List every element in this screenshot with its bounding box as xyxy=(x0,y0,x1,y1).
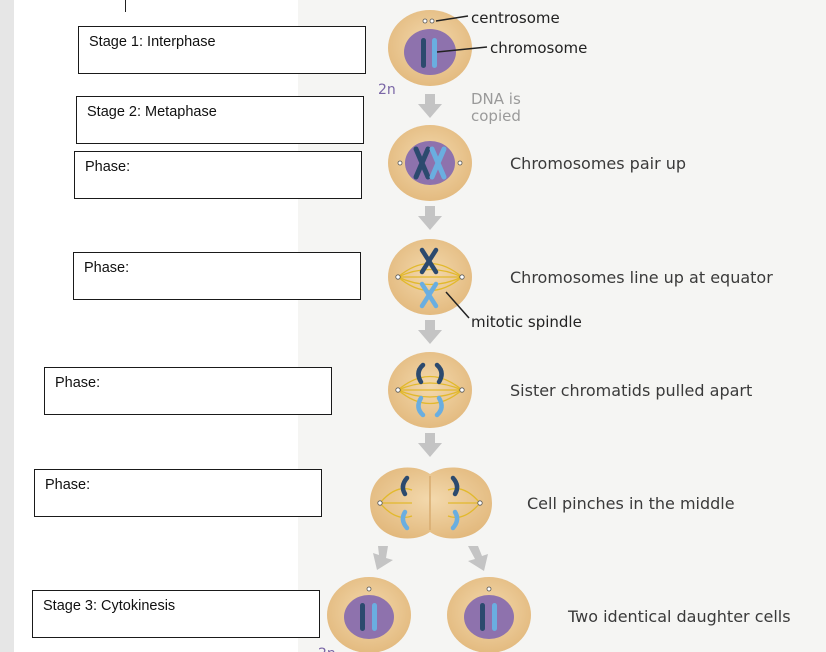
ploidy-label-bottom: 2n xyxy=(318,646,336,652)
step-desc-2: Chromosomes line up at equator xyxy=(510,268,773,287)
step-desc-4: Cell pinches in the middle xyxy=(527,494,735,513)
stage-2-box[interactable]: Stage 2: Metaphase xyxy=(76,96,364,144)
dna-copied-line2: copied xyxy=(471,107,521,125)
cell-anaphase xyxy=(388,352,472,428)
step-desc-5: Two identical daughter cells xyxy=(567,607,791,626)
step-desc-1: Chromosomes pair up xyxy=(510,154,686,173)
stage-2-label: Stage 2: Metaphase xyxy=(87,104,217,120)
ploidy-label: 2n xyxy=(378,82,396,98)
phase-box-2[interactable]: Phase: xyxy=(73,252,361,300)
phase-box-4[interactable]: Phase: xyxy=(34,469,322,517)
dna-copied-line1: DNA is xyxy=(471,90,521,108)
down-arrow-icon xyxy=(418,433,442,457)
phase-label-1: Phase: xyxy=(85,159,131,175)
phase-box-3[interactable]: Phase: xyxy=(44,367,332,415)
stage-1-label: Stage 1: Interphase xyxy=(89,34,216,50)
down-left-arrow-icon xyxy=(373,546,393,570)
phase-box-1[interactable]: Phase: xyxy=(74,151,362,199)
daughter-cell-left xyxy=(327,577,411,652)
cell-metaphase xyxy=(388,239,472,315)
down-arrow-icon xyxy=(418,206,442,230)
phase-label-2: Phase: xyxy=(84,260,130,276)
chromosome-label: chromosome xyxy=(490,39,587,57)
down-right-arrow-icon xyxy=(468,546,488,571)
down-arrow-icon xyxy=(418,94,442,118)
text-cursor xyxy=(125,0,126,12)
down-arrow-icon xyxy=(418,320,442,344)
cell-pairing xyxy=(388,125,472,201)
cell-interphase xyxy=(388,10,472,86)
stage-3-box[interactable]: Stage 3: Cytokinesis xyxy=(32,590,320,638)
mitotic-spindle-label: mitotic spindle xyxy=(471,313,582,331)
diagram-panel xyxy=(298,0,826,652)
centrosome-label: centrosome xyxy=(471,9,560,27)
stage-3-label: Stage 3: Cytokinesis xyxy=(43,598,176,614)
daughter-cell-right xyxy=(447,577,531,652)
stage-1-box[interactable]: Stage 1: Interphase xyxy=(78,26,366,74)
phase-label-3: Phase: xyxy=(55,375,101,391)
step-desc-3: Sister chromatids pulled apart xyxy=(510,381,752,400)
left-margin-strip xyxy=(0,0,14,652)
cell-telophase xyxy=(370,467,492,539)
phase-label-4: Phase: xyxy=(45,477,91,493)
